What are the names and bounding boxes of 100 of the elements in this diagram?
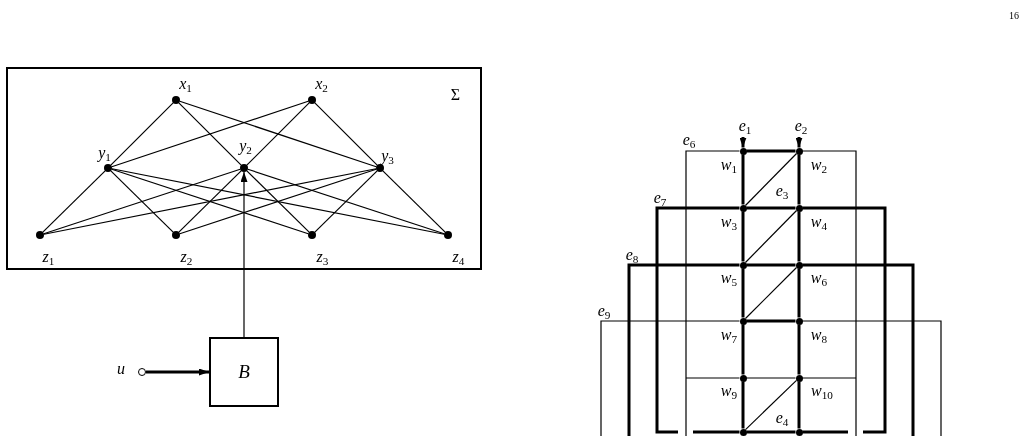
connector-line: [314, 170, 378, 233]
connector-line: [179, 168, 377, 235]
connector-line: [797, 381, 801, 429]
connector-line: [801, 150, 857, 436]
connector-line: [744, 266, 798, 320]
vertex-dot: [307, 230, 316, 239]
connector-line: [110, 102, 174, 166]
terminal-circle: [138, 368, 146, 376]
vertex-label: y$_{1}$: [98, 142, 111, 163]
arrow: [739, 137, 747, 148]
vertex-dot: [795, 147, 803, 155]
vertex-dot: [795, 317, 803, 325]
connector-line: [246, 102, 310, 166]
vertex-dot: [795, 204, 803, 212]
connector-line: [801, 320, 942, 436]
vertex-dot: [795, 428, 803, 436]
vertex-label: x$_{2}$: [315, 73, 328, 94]
connector-line: [741, 381, 745, 429]
vertex-dot: [739, 374, 747, 382]
connector-line: [746, 149, 796, 153]
connector-line: [178, 102, 242, 166]
connector-line: [111, 168, 445, 235]
arrow: [240, 171, 248, 338]
vertex-dot: [739, 317, 747, 325]
vertex-dot: [239, 163, 248, 172]
vertex-label: w$_{5}$: [720, 268, 738, 288]
page-number: 16: [1009, 10, 1019, 22]
connector-line: [685, 377, 741, 379]
connector-line: [314, 102, 378, 166]
connector-line: [741, 324, 745, 375]
connector-line: [746, 263, 796, 267]
connector-line: [797, 211, 801, 262]
vertex-label: w$_{2}$: [810, 155, 828, 175]
vertex-dot: [307, 95, 316, 104]
vertex-dot: [375, 163, 384, 172]
edge-label: e$_{1}$: [738, 116, 752, 136]
vertex-label: z$_{2}$: [180, 246, 193, 267]
vertex-dot: [171, 230, 180, 239]
edge-label: e$_{2}$: [794, 116, 808, 136]
vertex-dot: [171, 95, 180, 104]
connector-line: [627, 263, 740, 436]
connector-line: [178, 170, 242, 233]
vertex-label: y$_{3}$: [381, 145, 394, 166]
vertex-dot: [795, 261, 803, 269]
connector-line: [746, 319, 796, 323]
connector-line: [744, 209, 798, 264]
connector-line: [797, 154, 801, 205]
vertex-label: w$_{10}$: [811, 381, 833, 401]
vertex-dot: [739, 147, 747, 155]
system-box: [6, 67, 482, 270]
connector-line: [685, 150, 741, 436]
edge-label: e$_{3}$: [775, 181, 789, 201]
system-label: Σ: [450, 84, 461, 105]
connector-line: [110, 170, 174, 233]
vertex-dot: [103, 163, 112, 172]
connector-line: [179, 100, 377, 168]
connector-line: [797, 324, 801, 375]
connector-line: [797, 268, 801, 318]
edge-label: e$_{8}$: [625, 244, 639, 265]
vertex-dot: [739, 428, 747, 436]
connector-line: [746, 430, 796, 434]
connector-line: [802, 430, 848, 434]
terminal-label: u: [117, 359, 125, 379]
edge-label: e$_{7}$: [653, 187, 667, 208]
block-label: B: [238, 360, 250, 384]
connector-line: [741, 154, 745, 205]
connector-line: [43, 168, 377, 235]
vertex-dot: [795, 374, 803, 382]
connector-line: [744, 152, 798, 207]
vertex-dot: [35, 230, 44, 239]
edge-label: e$_{4}$: [775, 408, 789, 428]
edge-label: e$_{6}$: [682, 129, 696, 150]
vertex-label: w$_{4}$: [810, 212, 828, 232]
vertex-label: w$_{1}$: [720, 155, 738, 175]
connector-line: [802, 263, 915, 436]
vertex-label: z$_{3}$: [316, 246, 329, 267]
connector-line: [801, 377, 857, 379]
connector-line: [741, 268, 745, 318]
connector-line: [802, 206, 887, 434]
connector-line: [600, 320, 741, 436]
vertex-dot: [443, 230, 452, 239]
connector-line: [42, 170, 106, 233]
vertex-label: z$_{4}$: [452, 246, 465, 267]
connector-line: [246, 170, 310, 233]
connector-line: [741, 211, 745, 262]
connector-line: [744, 379, 798, 431]
connector-line: [247, 168, 445, 235]
vertex-label: w$_{9}$: [720, 381, 738, 401]
block-box: [209, 337, 279, 407]
connector-line: [382, 170, 446, 233]
connector-line: [746, 206, 796, 210]
connector-line: [111, 100, 309, 168]
vertex-label: z$_{1}$: [42, 246, 55, 267]
edge-label: e$_{9}$: [597, 300, 611, 321]
connector-line: [111, 168, 309, 235]
arrow: [795, 137, 803, 148]
vertex-dot: [739, 204, 747, 212]
vertex-label: w$_{8}$: [810, 325, 828, 345]
connector-line: [655, 206, 740, 434]
vertex-label: w$_{6}$: [810, 268, 828, 288]
